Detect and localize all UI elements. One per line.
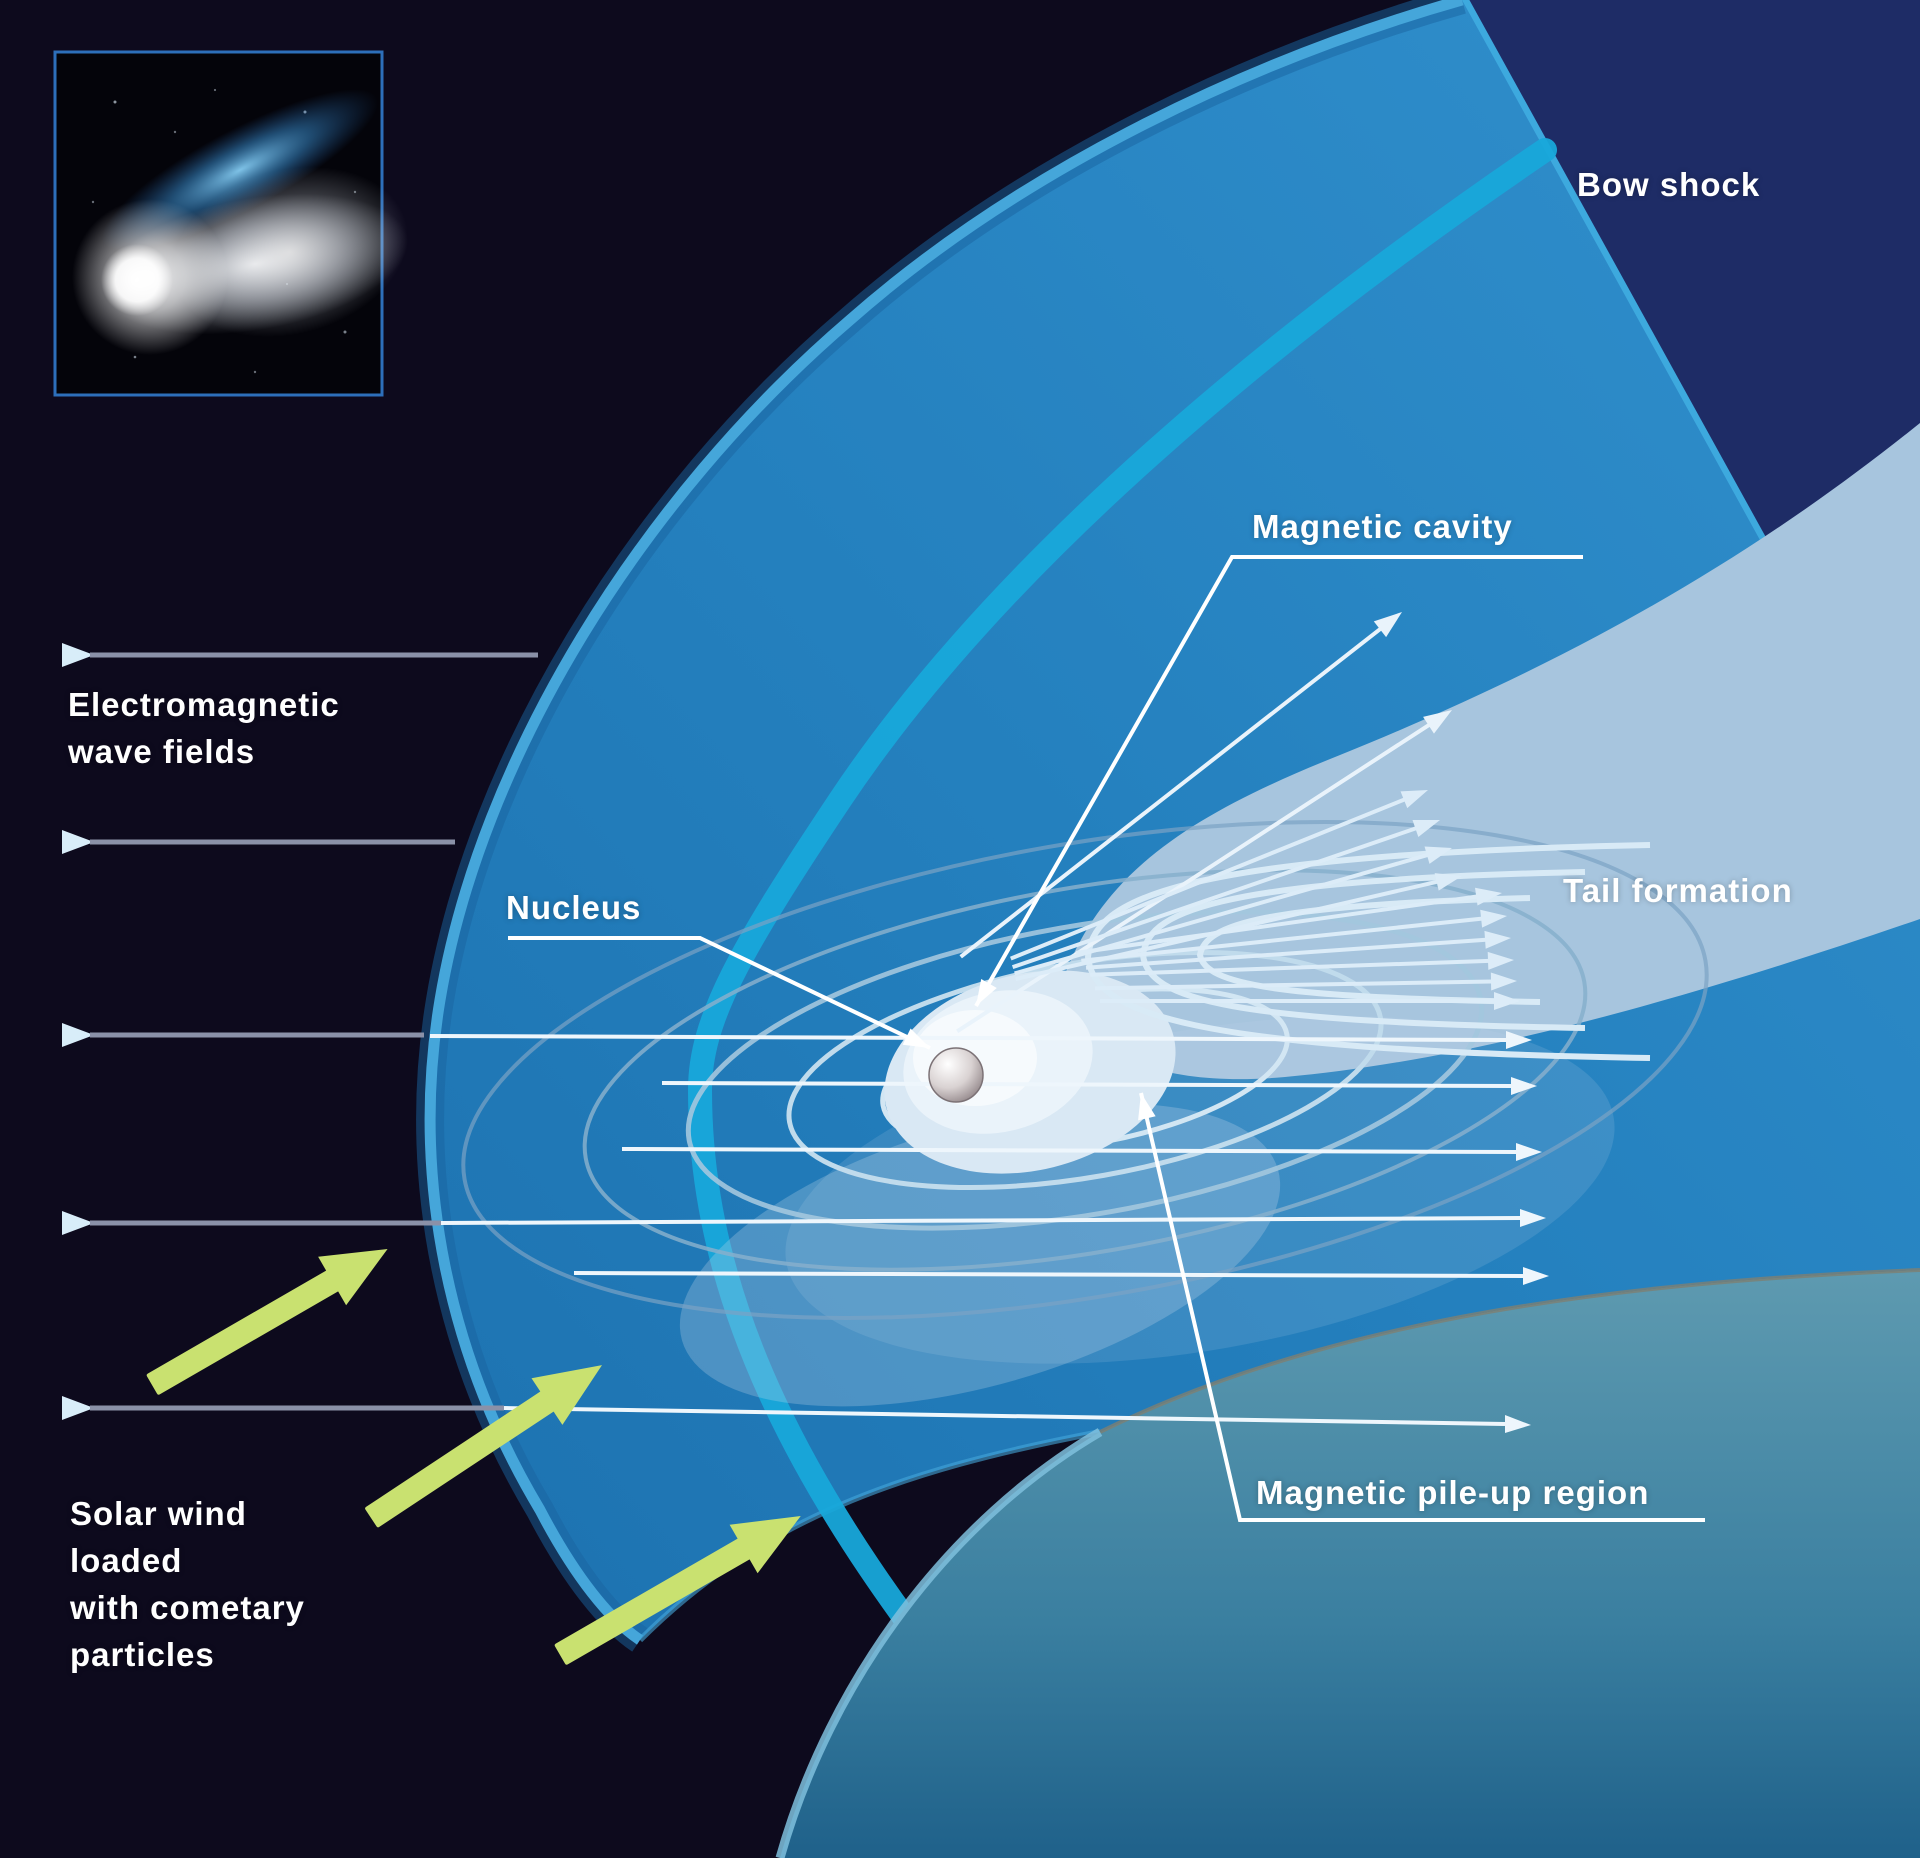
pileup-teal-region (780, 1270, 1920, 1858)
tail-flow-arrow (1075, 887, 1502, 955)
em-wave-fields-line1: Electromagnetic (68, 686, 340, 723)
comet-core (101, 244, 173, 316)
tail-flow-arrows (429, 612, 1549, 1433)
tail-flow-arrow (1100, 992, 1520, 1010)
tail-flow-arrow (621, 1143, 1542, 1161)
em-wave-lines (62, 643, 538, 1420)
magnetic-cavity-label: Magnetic cavity (1252, 508, 1513, 545)
pileup-arrowhead-icon (1138, 1093, 1156, 1121)
tail-flow-arrow (429, 1031, 1532, 1049)
tail-flow-arrow (1095, 972, 1517, 991)
wave-line (62, 1396, 504, 1420)
tail-flow-arrow (1011, 819, 1440, 970)
tail-flow-arrow (440, 1209, 1546, 1227)
cavity-arrowhead-icon (976, 978, 997, 1006)
solar-wind-line1: Solar wind (70, 1495, 247, 1532)
tail-formation-label: Tail formation (1563, 872, 1793, 909)
tail-flow-arrow (1010, 790, 1428, 961)
tail-flow-arrow (1081, 909, 1507, 963)
tail-flow-arrow (503, 1406, 1531, 1433)
em-wave-fields-label: Electromagnetic wave fields (68, 681, 340, 775)
tail-flow-arrow (573, 1267, 1549, 1285)
tail-flow-arrow (1090, 951, 1514, 977)
label-pointers (508, 555, 1705, 1522)
magnetic-cavity-pointer (974, 555, 1583, 1007)
wave-line (62, 830, 455, 854)
pileup-top-boundary (1099, 1268, 1920, 1434)
tail-flow-arrow (959, 612, 1402, 959)
magnetic-pileup-label: Magnetic pile-up region (1256, 1474, 1650, 1511)
tail-flow-arrow (661, 1077, 1537, 1095)
solar-wind-arrow (365, 1365, 602, 1528)
wave-line (62, 1211, 441, 1235)
wave-line (62, 1023, 424, 1047)
tail-flow-arrow (956, 710, 1452, 1034)
bow-shock-region (430, 0, 1920, 1640)
nucleus-label: Nucleus (506, 889, 642, 926)
pileup-pointer (1139, 1092, 1705, 1522)
tail-flow-arrow (1085, 930, 1511, 970)
em-wave-fields-line2: wave fields (68, 733, 256, 770)
pileup-left-rim (775, 1428, 1103, 1858)
wave-line (62, 643, 538, 667)
bow-shock-rim (424, 0, 1464, 1645)
solar-wind-arrow (554, 1516, 801, 1665)
solar-wind-label: Solar wind loaded with cometary particle… (70, 1490, 305, 1678)
bow-shock-label: Bow shock (1577, 166, 1761, 203)
solar-wind-line3: with cometary (70, 1589, 305, 1626)
comet-dust-tail-2 (172, 166, 408, 338)
solar-wind-line2: loaded (70, 1542, 183, 1579)
comet-photo (53, 50, 409, 397)
solar-wind-arrows (146, 1249, 801, 1665)
pileup-pale-swath (679, 1103, 1281, 1407)
solar-wind-line4: particles (70, 1636, 215, 1673)
solar-wind-arrow (146, 1249, 388, 1395)
nucleus-sphere (928, 1047, 984, 1103)
nucleus-pointer (508, 936, 931, 1050)
cometopause-cyan-arc (687, 138, 1557, 1752)
nucleus-arrowhead-icon (902, 1028, 930, 1048)
